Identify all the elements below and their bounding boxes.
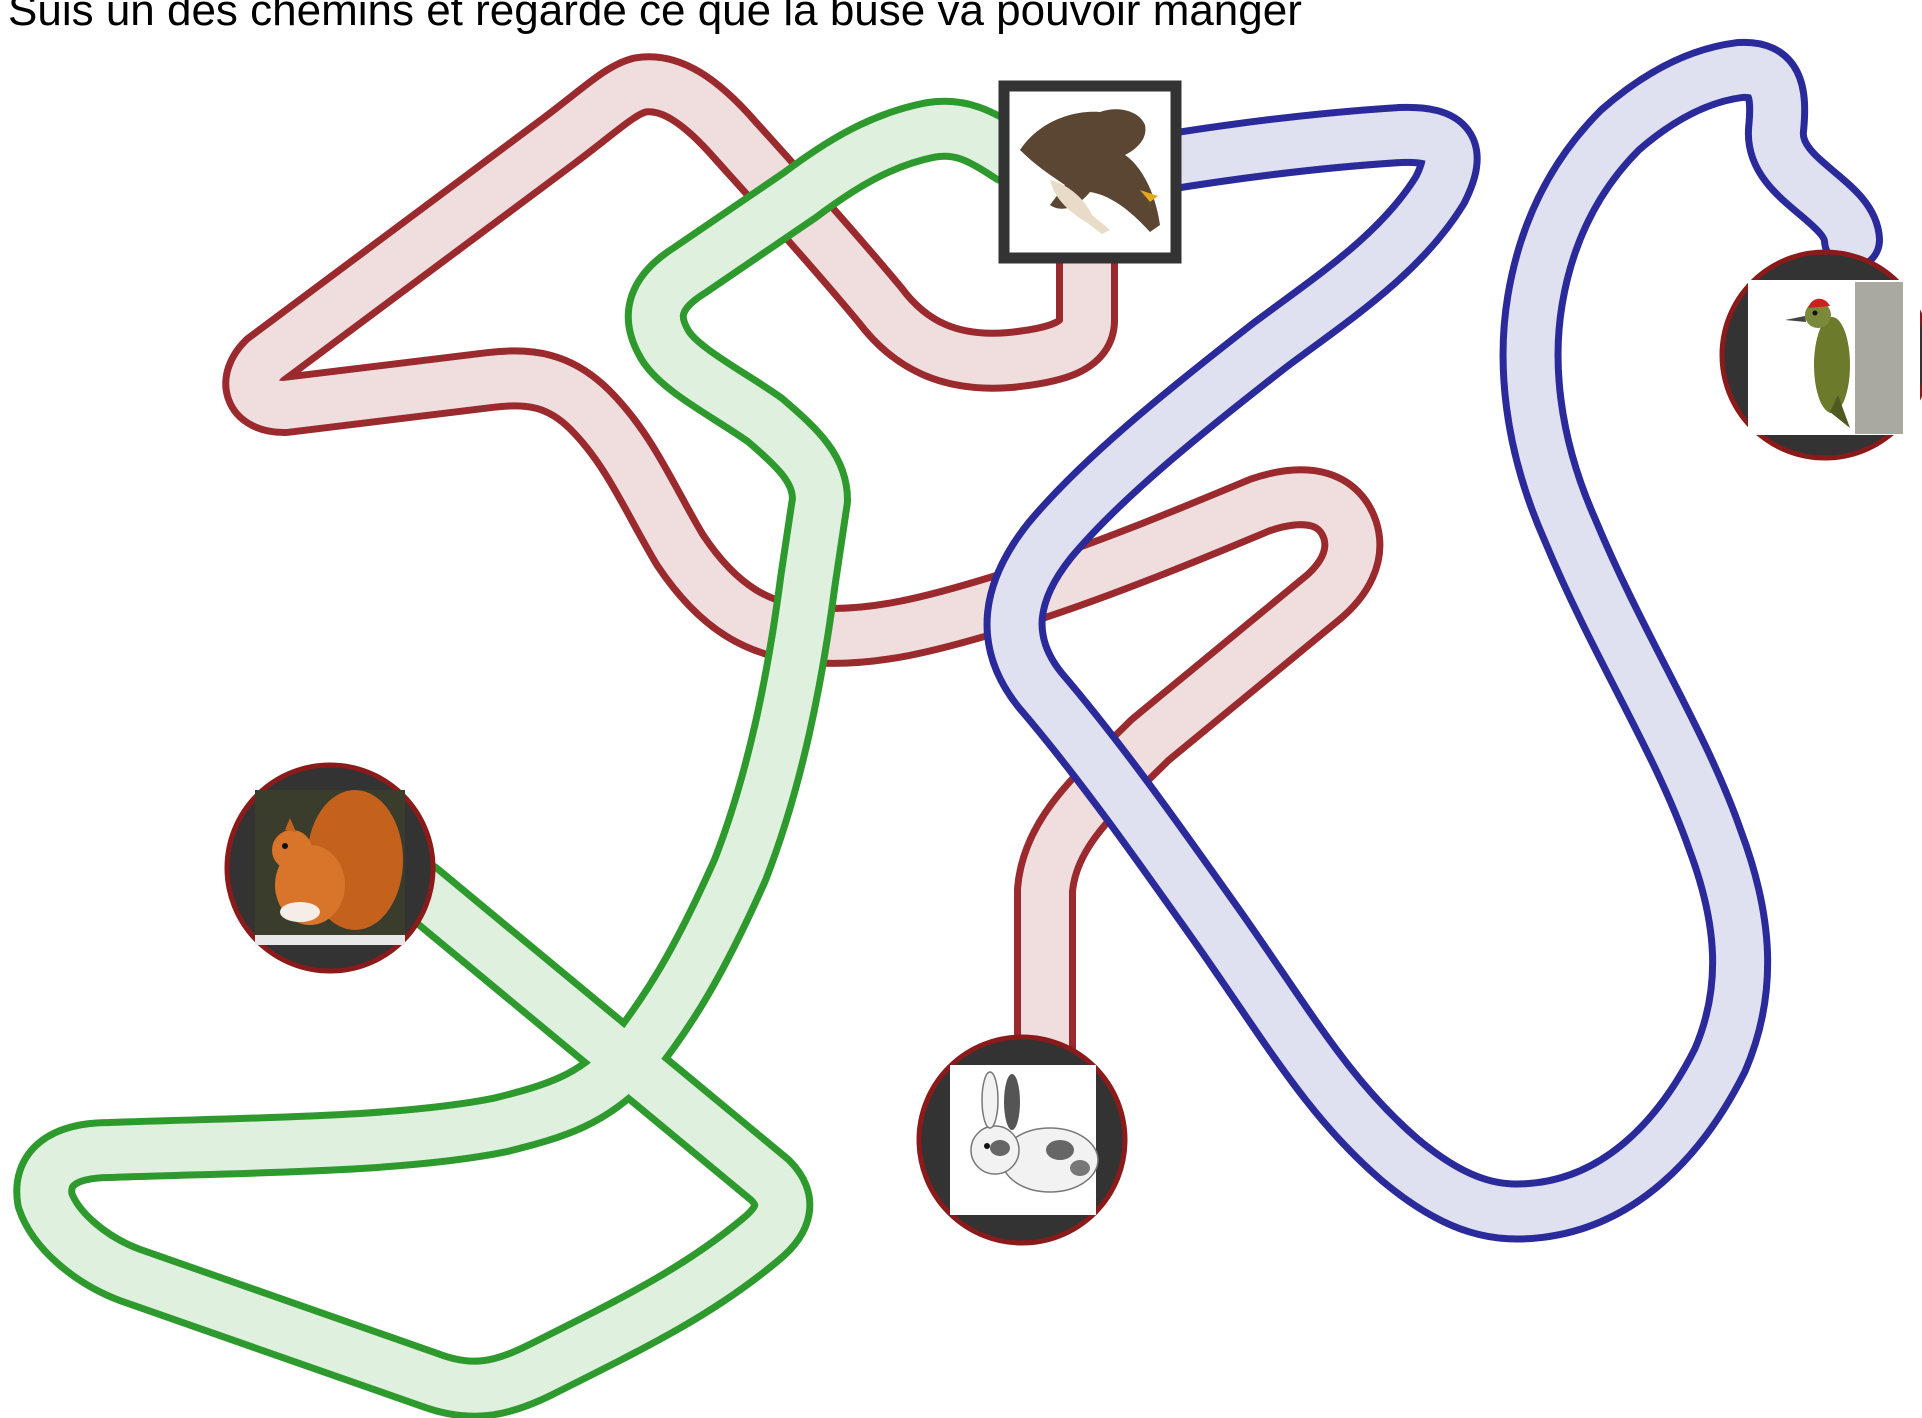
path-blue[interactable] [983, 38, 1883, 1243]
path-red-fill [229, 60, 1377, 1074]
squirrel-icon [255, 790, 405, 945]
woodpecker-icon [1785, 282, 1903, 434]
path-blue-fill [990, 45, 1876, 1236]
rabbit-icon [970, 1071, 1099, 1193]
squirrel-endpoint[interactable] [224, 762, 436, 974]
instruction-text: Suis un des chemins et regarde ce que la… [8, 0, 1302, 35]
buzzard-icon [1020, 109, 1160, 234]
woodpecker-endpoint[interactable] [1719, 249, 1922, 461]
path-green-fill [20, 104, 1034, 1413]
rabbit-endpoint[interactable] [916, 1034, 1128, 1246]
path-red[interactable] [222, 53, 1384, 1081]
buzzard-frame [998, 80, 1182, 264]
path-green[interactable] [13, 97, 1041, 1418]
